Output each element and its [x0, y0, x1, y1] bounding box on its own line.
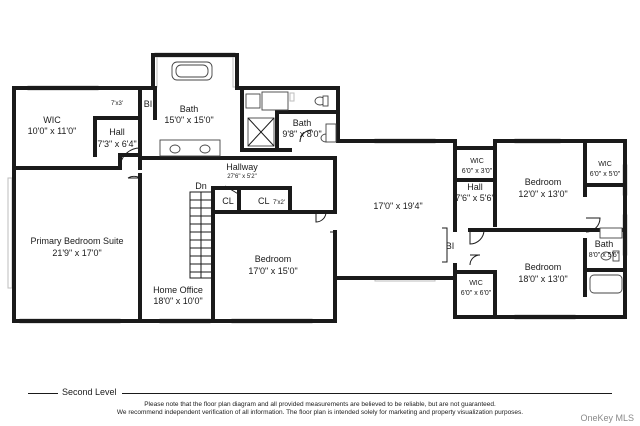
level-rule-left	[28, 393, 58, 394]
room-labels: WIC 10'0" x 11'0" 7'x3' BI Bath 15'0" x …	[28, 99, 621, 306]
cl-b-label: CL	[258, 196, 270, 206]
bedroom-center-dims: 17'0" x 15'0"	[248, 266, 297, 276]
wic-far-right-name: WIC	[598, 161, 612, 168]
bedroom-right-bottom-name: Bedroom	[525, 262, 562, 272]
hall-right-dims: 7'6" x 5'6"	[455, 193, 494, 203]
walls	[12, 53, 627, 323]
bath-primary-dims: 15'0" x 15'0"	[164, 115, 213, 125]
level-title: Second Level	[62, 387, 117, 397]
hallway-name: Hallway	[226, 162, 258, 172]
wic-left-dims: 10'0" x 11'0"	[28, 126, 77, 136]
bath-right-name: Bath	[595, 239, 614, 249]
home-office-dims: 18'0" x 10'0"	[153, 296, 202, 306]
bedroom-right-bottom-dims: 18'0" x 13'0"	[518, 274, 567, 284]
bath-right-dims: 8'0" x 5'6"	[589, 252, 620, 259]
wic-left-name: WIC	[43, 115, 61, 125]
wic-right-top-dims: 6'0" x 3'0"	[462, 168, 493, 175]
bi-right-label: BI	[446, 241, 455, 251]
fixtures	[159, 61, 623, 294]
wic-right-bottom-dims: 6'0" x 6'0"	[461, 290, 492, 297]
wic-far-right-dims: 6'0" x 5'0"	[590, 171, 621, 178]
hall-left-name: Hall	[109, 127, 125, 137]
primary-suite-dims: 21'9" x 17'0"	[52, 248, 101, 258]
hallway-dims: 27'6" x 5'2"	[227, 174, 257, 180]
cl-b-dims: 7'x2'	[273, 200, 285, 206]
hall-left-dims: 7'3" x 6'4"	[97, 139, 136, 149]
bedroom-right-top-name: Bedroom	[525, 177, 562, 187]
bath-small-dims: 9'8" x 8'0"	[282, 129, 321, 139]
wic-right-bottom-name: WIC	[469, 280, 483, 287]
closet-top-dims: 7'x3'	[111, 101, 123, 107]
bedroom-right-top-dims: 12'0" x 13'0"	[518, 189, 567, 199]
hall-right-name: Hall	[467, 182, 483, 192]
level-rule-right	[122, 393, 612, 394]
bedroom-center-name: Bedroom	[255, 254, 292, 264]
primary-suite-name: Primary Bedroom Suite	[30, 236, 123, 246]
wic-right-top-name: WIC	[470, 158, 484, 165]
stair-label: Dn	[195, 181, 207, 191]
brand-watermark: OneKey MLS	[580, 413, 634, 423]
disclaimer-line-1: Please note that the floor plan diagram …	[144, 401, 496, 408]
bath-small-name: Bath	[293, 118, 312, 128]
bath-primary-name: Bath	[180, 104, 199, 114]
open-room-dims: 17'0" x 19'4"	[373, 201, 422, 211]
bi-top-label: BI	[144, 99, 153, 109]
cl-a-label: CL	[222, 196, 234, 206]
door-swings	[119, 129, 601, 266]
staircase	[189, 191, 213, 279]
disclaimer-line-2: We recommend independent verification of…	[116, 409, 524, 416]
home-office-name: Home Office	[153, 285, 203, 295]
